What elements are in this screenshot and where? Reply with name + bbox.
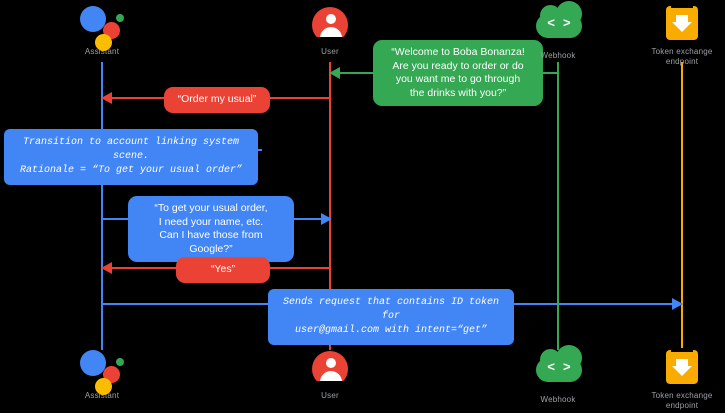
actor-label-webhook: Webhook bbox=[540, 395, 576, 404]
message-bubble-yes: “Yes” bbox=[176, 257, 270, 283]
actor-label-user: User bbox=[321, 47, 339, 56]
actor-label-token-endpoint: Token exchange endpoint bbox=[651, 391, 713, 410]
arrowhead-left-icon bbox=[329, 67, 340, 79]
assistant-dot-blue bbox=[80, 350, 106, 376]
lifeline-assistant bbox=[101, 62, 103, 350]
code-brackets-glyph: < > bbox=[547, 16, 571, 31]
cloud-code-icon: < > bbox=[498, 1, 618, 48]
message-bubble-need-your-name: “To get your usual order, I need your na… bbox=[128, 196, 294, 262]
assistant-dot-blue bbox=[80, 6, 106, 32]
actor-label-assistant: Assistant bbox=[84, 391, 120, 400]
code-brackets-glyph: < > bbox=[547, 360, 571, 375]
user-head bbox=[326, 358, 336, 368]
arrowhead-left-icon bbox=[101, 92, 112, 104]
assistant-dot-yellow bbox=[95, 378, 112, 395]
arrowhead-left-icon bbox=[101, 262, 112, 274]
user-avatar-icon bbox=[270, 348, 390, 389]
cloud-code-icon: < > bbox=[498, 345, 618, 392]
actor-token-endpoint-top[interactable]: Token exchange endpoint bbox=[622, 4, 725, 67]
lifeline-user bbox=[329, 62, 331, 350]
user-avatar-icon bbox=[270, 4, 390, 45]
actor-label-token-endpoint: Token exchange endpoint bbox=[651, 47, 713, 66]
user-body bbox=[320, 27, 342, 40]
token-box-notch bbox=[671, 348, 693, 352]
cloud-shape bbox=[536, 1, 582, 38]
token-arrow-head bbox=[672, 366, 692, 376]
actor-webhook-top[interactable]: < > Webhook bbox=[498, 1, 618, 61]
message-bubble-welcome: “Welcome to Boba Bonanza! Are you ready … bbox=[373, 40, 543, 106]
actor-label-user: User bbox=[321, 391, 339, 400]
user-mask bbox=[312, 37, 348, 45]
message-bubble-order-my-usual: “Order my usual” bbox=[164, 87, 270, 113]
assistant-dot-yellow bbox=[95, 34, 112, 51]
actor-webhook-bottom[interactable]: < > Webhook bbox=[498, 345, 618, 405]
lifeline-token-endpoint bbox=[681, 62, 683, 350]
google-assistant-icon bbox=[42, 348, 162, 395]
user-body bbox=[320, 371, 342, 384]
actor-assistant-bottom[interactable]: Assistant bbox=[42, 348, 162, 401]
actor-assistant-top[interactable]: Assistant bbox=[42, 4, 162, 57]
actor-user-top[interactable]: User bbox=[270, 4, 390, 57]
download-box-icon bbox=[622, 348, 725, 388]
user-head bbox=[326, 14, 336, 24]
actor-label-webhook: Webhook bbox=[540, 51, 576, 60]
actor-user-bottom[interactable]: User bbox=[270, 348, 390, 401]
note-transition-account-linking: Transition to account linking system sce… bbox=[4, 129, 258, 185]
lifeline-webhook-segment bbox=[557, 62, 559, 305]
token-box-notch bbox=[671, 4, 693, 8]
user-mask bbox=[312, 381, 348, 389]
google-assistant-icon bbox=[42, 4, 162, 51]
arrowhead-right-icon bbox=[321, 213, 332, 225]
arrowhead-right-icon bbox=[672, 298, 683, 310]
token-arrow-head bbox=[672, 22, 692, 32]
assistant-dot-green bbox=[116, 14, 124, 22]
note-sends-id-token: Sends request that contains ID token for… bbox=[268, 289, 514, 345]
cloud-shape bbox=[536, 345, 582, 382]
actor-token-endpoint-bottom[interactable]: Token exchange endpoint bbox=[622, 348, 725, 411]
assistant-dot-green bbox=[116, 358, 124, 366]
token-arrow-stem bbox=[676, 15, 688, 23]
token-arrow-stem bbox=[676, 359, 688, 367]
actor-label-assistant: Assistant bbox=[84, 47, 120, 56]
download-box-icon bbox=[622, 4, 725, 44]
